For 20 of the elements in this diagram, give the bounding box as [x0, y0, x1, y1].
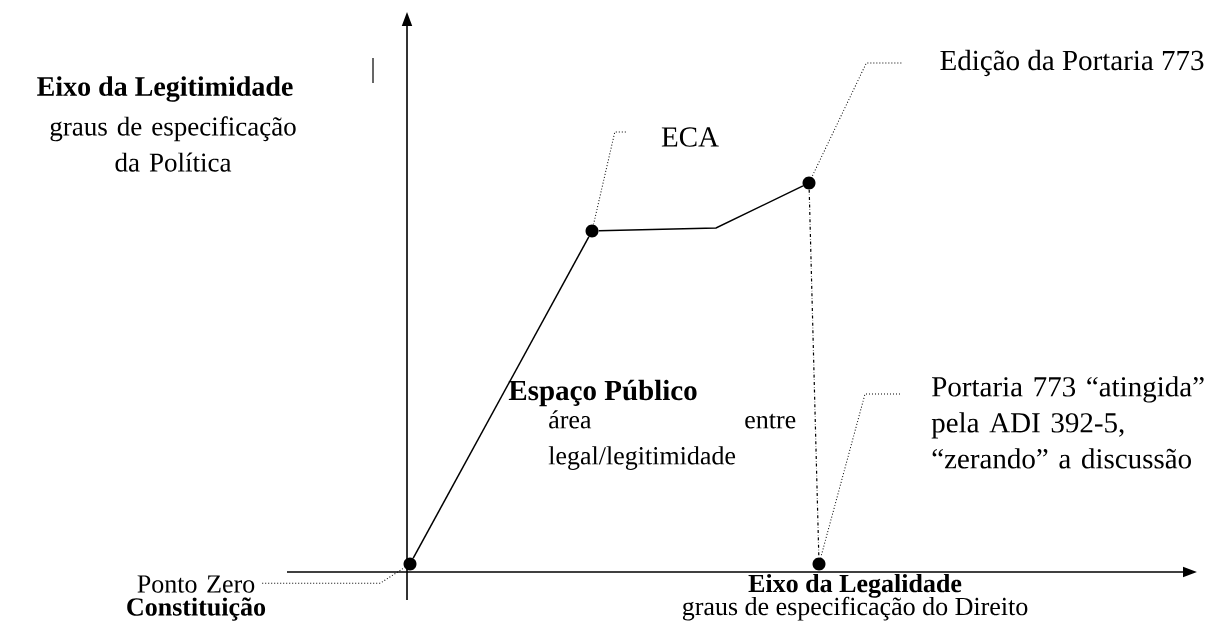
axis-label: área entre legal/legitimidade [548, 410, 796, 470]
leader-line [593, 131, 627, 225]
axis-label: graus de especificação do Direito [682, 596, 1028, 621]
data-point [585, 224, 599, 238]
data-point [812, 557, 826, 571]
line-segment [412, 236, 590, 559]
leader-line [261, 567, 405, 584]
axis-label: Eixo da Legalidade [748, 573, 962, 598]
callout-text: Ponto Zero Constituição [127, 575, 266, 621]
data-point [403, 557, 417, 571]
axis-label: graus de especificação da Política [50, 116, 296, 172]
leader-line [811, 62, 902, 178]
leader-line [820, 393, 901, 559]
axis-label: Espaço Público [508, 379, 697, 407]
axis-label: Eixo da Legitimidade [37, 76, 293, 102]
callout-text: Edição da Portaria 773 [940, 49, 1204, 77]
line-segment [597, 185, 804, 232]
callout-text: Portaria 773 “atingida” pela ADI 392-5, “zerando” a discussão [931, 376, 1204, 469]
data-point [802, 176, 816, 190]
callout-text: ECA [661, 127, 719, 147]
